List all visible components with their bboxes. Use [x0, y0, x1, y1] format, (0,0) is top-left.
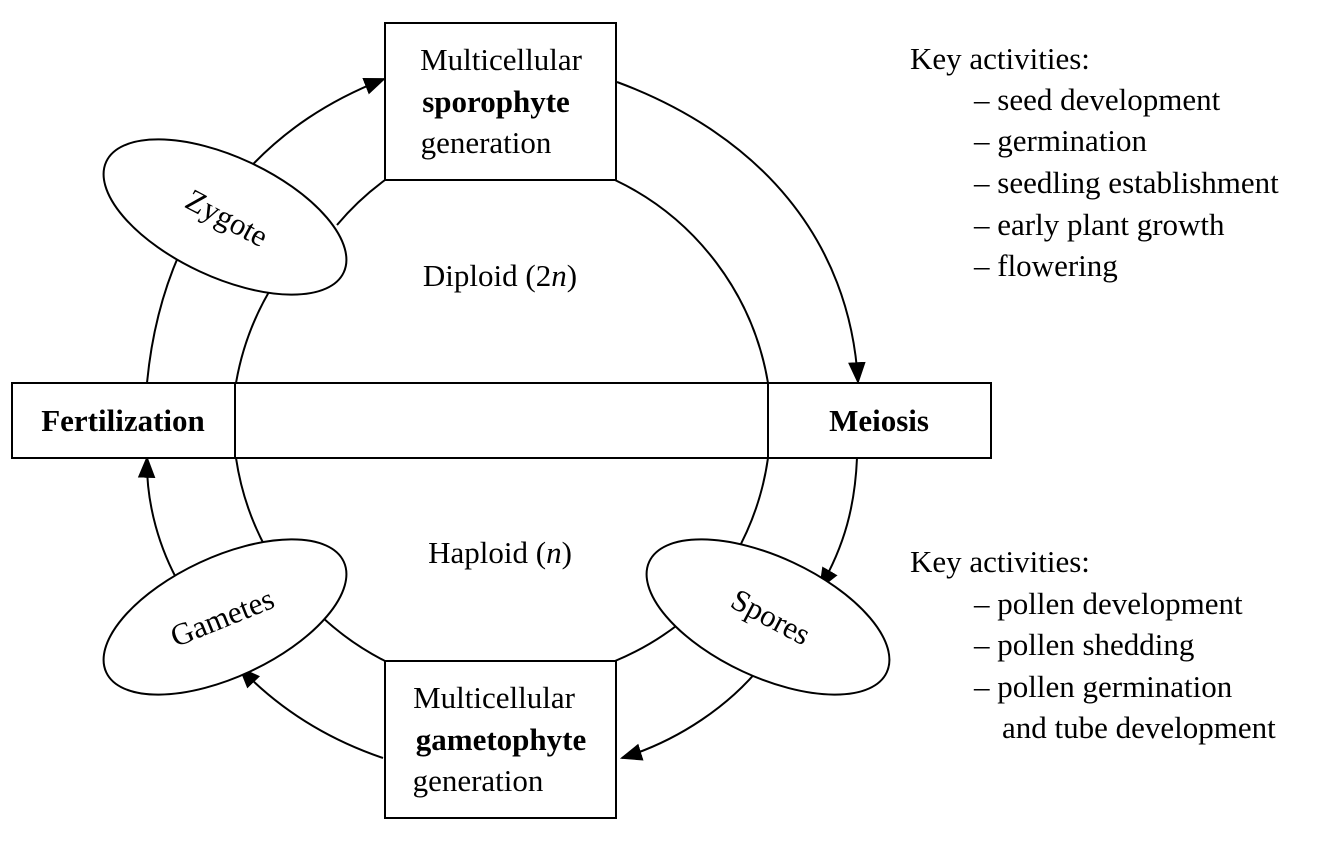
gametophyte-box-text: Multicellular gametophyte generation: [413, 680, 587, 798]
sporophyte-box-text: Multicellular sporophyte generation: [420, 42, 583, 160]
arrow-meiosis-to-spores: [818, 457, 858, 590]
sporophyte-line1: Multicellular: [420, 42, 583, 77]
key-top-item: – early plant growth: [973, 207, 1225, 242]
gametophyte-line2: gametophyte: [416, 722, 586, 757]
gametophyte-box: [384, 660, 617, 819]
key-bottom-item: – pollen development: [973, 586, 1243, 621]
key-bottom-item: – pollen germination: [973, 669, 1233, 704]
gametophyte-line3: generation: [413, 763, 544, 798]
zygote-ellipse: [102, 138, 348, 296]
key-activities-gametophyte: Key activities: – pollen development – p…: [910, 544, 1276, 745]
diploid-label: Diploid (2n): [423, 258, 577, 293]
sporophyte-line2: sporophyte: [422, 84, 570, 119]
key-top-item: – flowering: [973, 248, 1118, 283]
arrow-sporophyte-to-meiosis: [616, 81, 866, 385]
key-top-item: – germination: [973, 123, 1148, 158]
cycle-arrows: [137, 77, 866, 761]
key-top-item: – seed development: [973, 82, 1221, 117]
gametophyte-line1: Multicellular: [413, 680, 576, 715]
key-bottom-item: – pollen shedding: [973, 627, 1194, 662]
key-bottom-title: Key activities:: [910, 544, 1090, 579]
arrow-gametes-to-fertilization: [137, 455, 181, 586]
arrow-gametophyte-to-gametes: [238, 666, 384, 759]
meiosis-label: Meiosis: [829, 403, 929, 438]
fertilization-label: Fertilization: [41, 403, 205, 438]
sporophyte-box: [384, 22, 617, 181]
key-top-item: – seedling establishment: [973, 165, 1279, 200]
arrow-spores-to-gametophyte: [619, 664, 763, 761]
key-activities-sporophyte: Key activities: – seed development – ger…: [910, 41, 1279, 283]
haploid-label: Haploid (n): [428, 535, 572, 570]
key-top-title: Key activities:: [910, 41, 1090, 76]
spores-ellipse: [645, 538, 891, 696]
sporophyte-line3: generation: [421, 125, 552, 160]
arrow-zygote-to-sporophyte: [242, 77, 387, 176]
key-bottom-item: and tube development: [1002, 710, 1276, 745]
gametes-ellipse: [102, 538, 348, 696]
arrow-fertilization-to-zygote: [146, 247, 183, 384]
horizontal-band: [11, 382, 992, 459]
